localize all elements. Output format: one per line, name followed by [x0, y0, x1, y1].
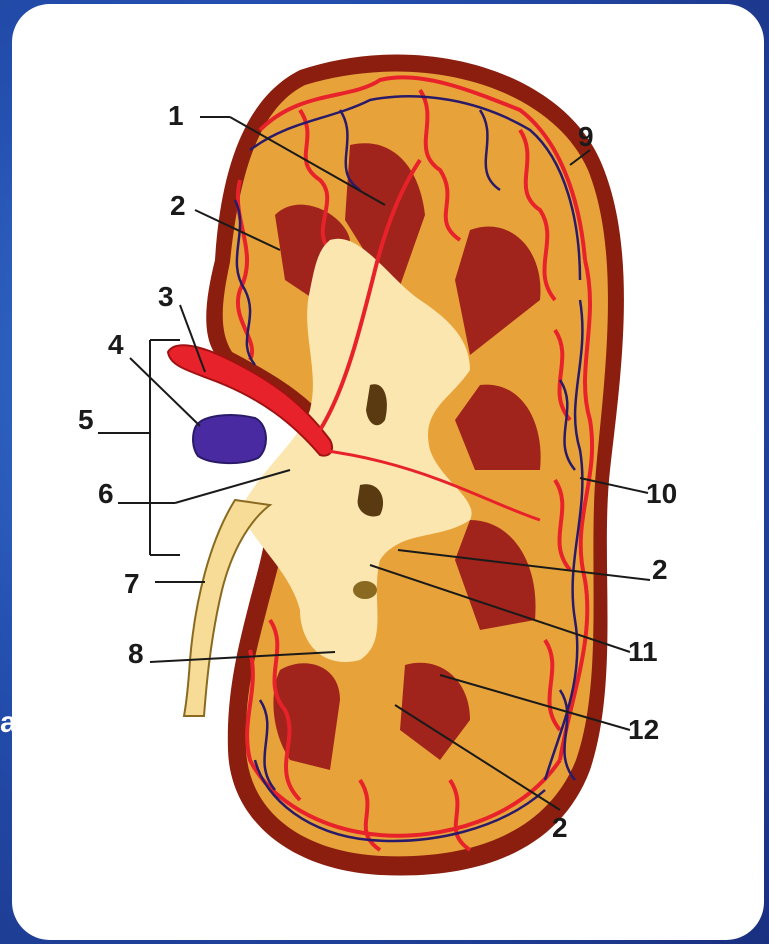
- label-5: 5: [78, 406, 94, 434]
- label-4: 4: [108, 331, 124, 359]
- label-9: 9: [578, 123, 594, 151]
- label-11: 11: [628, 638, 658, 666]
- label-7: 7: [124, 570, 140, 598]
- label-12: 12: [628, 716, 659, 744]
- label-8: 8: [128, 640, 144, 668]
- label-2: 2: [170, 192, 186, 220]
- label-2-bottom: 2: [552, 814, 568, 842]
- label-1: 1: [168, 102, 184, 130]
- renal-vein: [193, 415, 266, 463]
- minor-calyx: [353, 581, 377, 599]
- label-2-right: 2: [652, 556, 668, 584]
- label-6: 6: [98, 480, 114, 508]
- label-3: 3: [158, 283, 174, 311]
- label-10: 10: [646, 480, 677, 508]
